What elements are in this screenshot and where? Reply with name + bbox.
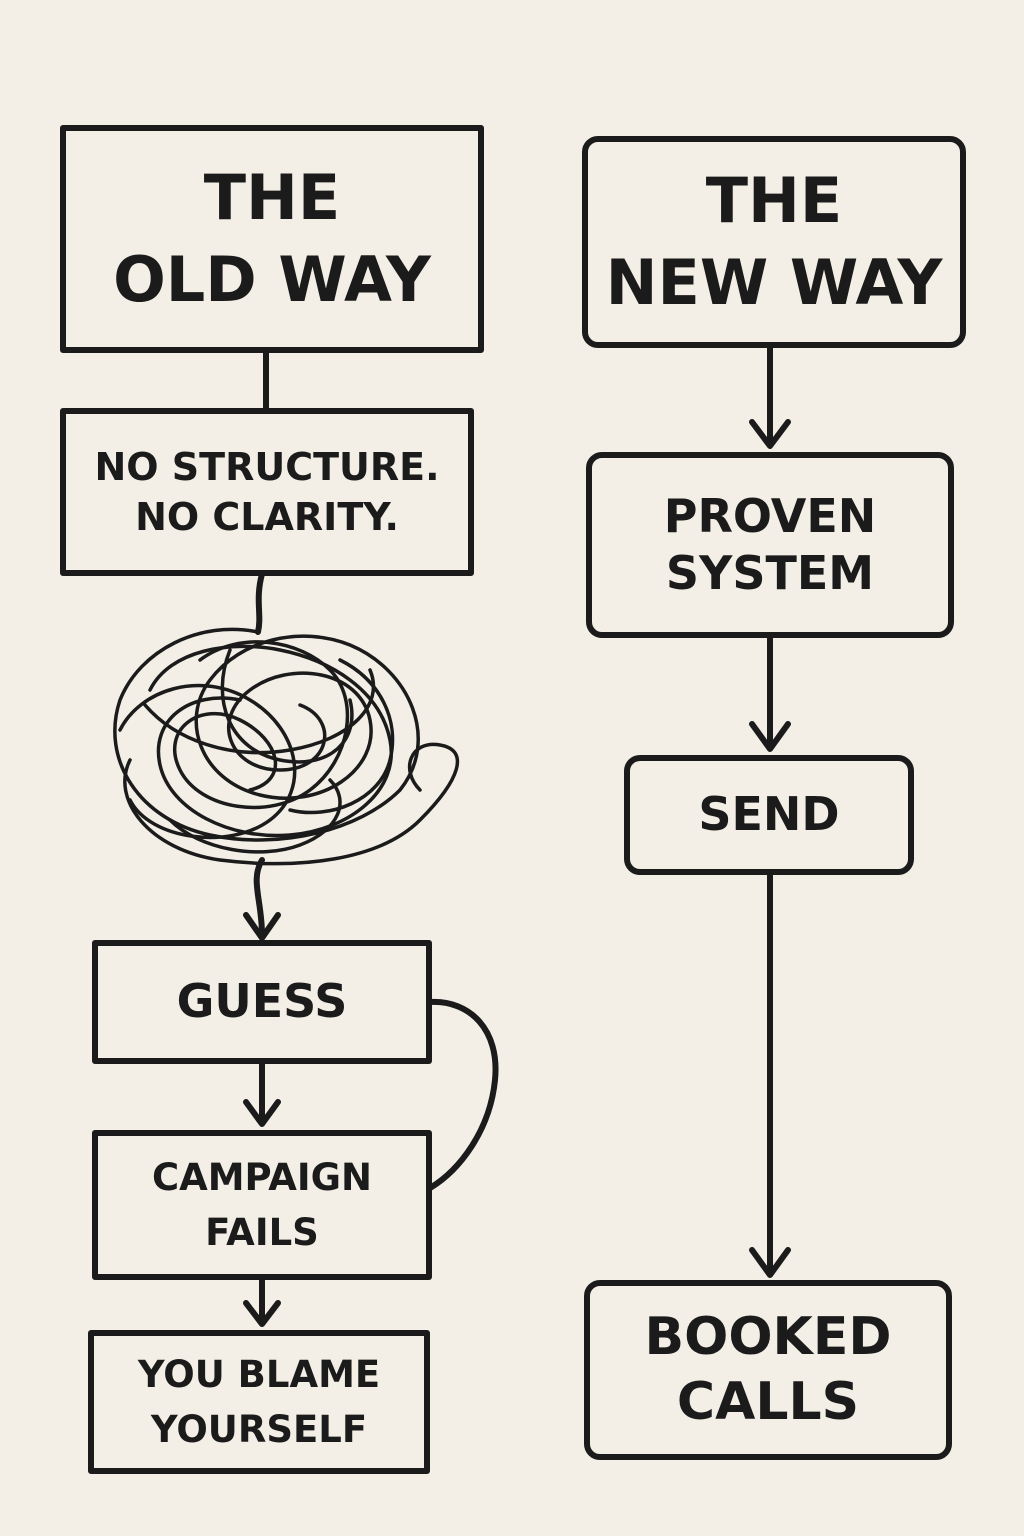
- new-way-title: THE NEW WAY: [605, 164, 943, 319]
- blame-yourself-text: YOU BLAME YOURSELF: [137, 1352, 381, 1452]
- connector-problem-to-tangle: [255, 571, 265, 635]
- send-box: SEND: [624, 755, 914, 875]
- blame-yourself-box: YOU BLAME YOURSELF: [88, 1330, 430, 1474]
- arrowhead-send: [749, 721, 791, 752]
- old-way-title: THE OLD WAY: [113, 161, 431, 316]
- proven-system-box: PROVEN SYSTEM: [586, 452, 954, 638]
- new-way-title-box: THE NEW WAY: [582, 136, 966, 348]
- arrowhead-guess: [243, 912, 281, 941]
- tangle-scribble-icon: [113, 627, 460, 866]
- guess-text: GUESS: [176, 974, 348, 1029]
- proven-system-text: PROVEN SYSTEM: [663, 488, 877, 601]
- connector-guess-loop: [427, 998, 499, 1191]
- campaign-fails-text: CAMPAIGN FAILS: [151, 1155, 373, 1255]
- no-structure-text: NO STRUCTURE. NO CLARITY.: [94, 444, 440, 539]
- send-text: SEND: [698, 787, 840, 842]
- booked-calls-text: BOOKED CALLS: [644, 1307, 892, 1432]
- arrowhead-booked: [749, 1247, 791, 1278]
- old-way-title-box: THE OLD WAY: [60, 125, 484, 353]
- arrowhead-campaign: [243, 1099, 281, 1127]
- no-structure-box: NO STRUCTURE. NO CLARITY.: [60, 408, 474, 576]
- arrowhead-system: [749, 419, 791, 449]
- arrowhead-blame: [243, 1300, 281, 1327]
- booked-calls-box-final: BOOKED CALLS: [584, 1280, 952, 1460]
- connector-tangle-to-guess: [253, 857, 265, 938]
- guess-box: GUESS: [92, 940, 432, 1064]
- campaign-fails-box: CAMPAIGN FAILS: [92, 1130, 432, 1280]
